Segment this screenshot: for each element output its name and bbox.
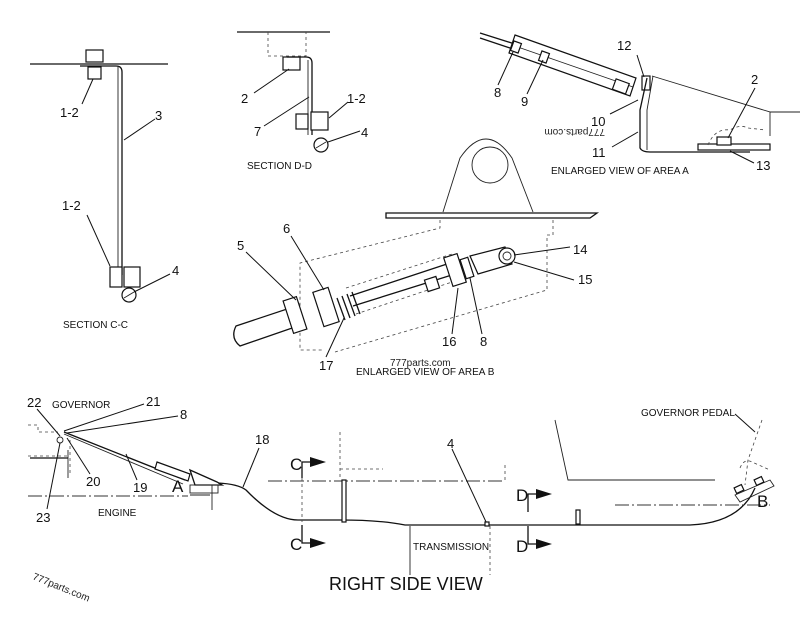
callout-6: 6	[283, 221, 290, 236]
callout-4: 4	[172, 263, 179, 278]
callout-2: 2	[241, 91, 248, 106]
cable-housing	[508, 34, 637, 97]
washer-6	[312, 286, 340, 328]
callout-8: 8	[494, 85, 501, 100]
bolt-lower-right	[123, 266, 141, 288]
section-c-c-caption: SECTION C-C	[63, 320, 128, 331]
watermark-corner: 777parts.com	[31, 572, 91, 605]
label-engine: ENGINE	[98, 508, 137, 519]
callout-16: 16	[442, 334, 456, 349]
mounting-tab	[442, 138, 534, 213]
callout-8: 8	[480, 334, 487, 349]
label-governor-pedal: GOVERNOR PEDAL	[641, 408, 735, 419]
marker-c-top: C	[290, 455, 302, 474]
nut-5	[282, 295, 308, 335]
callout-4: 4	[447, 436, 454, 451]
callout-11: 11	[592, 145, 606, 160]
callout-8: 8	[180, 407, 187, 422]
cable-sheath	[233, 307, 299, 347]
callout-21: 21	[146, 394, 160, 409]
bracket-3	[80, 65, 123, 275]
marker-c-bottom: C	[290, 535, 302, 554]
label-transmission: TRANSMISSION	[413, 542, 489, 553]
callout-10: 10	[591, 114, 605, 129]
callout-7: 7	[254, 124, 261, 139]
bolt-2	[716, 136, 732, 146]
cable-rod	[479, 32, 519, 46]
callout-3: 3	[155, 108, 162, 123]
marker-a: A	[172, 477, 184, 496]
arrow-c-bottom	[310, 538, 326, 548]
callout-1-2-bottom: 1-2	[62, 198, 81, 213]
governor-cable-18	[217, 482, 756, 526]
nut-2	[282, 56, 301, 71]
plate-13	[697, 143, 771, 151]
area-b-caption: ENLARGED VIEW OF AREA B	[356, 367, 495, 378]
cable-inner-rod	[349, 262, 451, 297]
label-governor: GOVERNOR	[52, 400, 110, 411]
callout-15: 15	[578, 272, 592, 287]
governor-pivot	[56, 436, 64, 444]
pin-15	[498, 247, 516, 265]
bracket-11	[639, 77, 750, 153]
callout-1-2-top: 1-2	[60, 105, 79, 120]
callout-9: 9	[521, 94, 528, 109]
callout-1-2: 1-2	[347, 91, 366, 106]
area-a-caption: ENLARGED VIEW OF AREA A	[551, 166, 689, 177]
bracket-dd	[575, 509, 581, 525]
marker-d-bottom: D	[516, 537, 528, 556]
callout-12: 12	[617, 38, 631, 53]
section-d-d: 2 7 1-2 4 SECTION D-D	[237, 31, 368, 172]
callout-23: 23	[36, 510, 50, 525]
area-b-view: 5 6 14 15 16 8 17 777parts.com ENLARGED …	[233, 138, 600, 378]
nut-8	[459, 256, 475, 280]
callout-2: 2	[751, 72, 758, 87]
callout-18: 18	[255, 432, 269, 447]
callout-14: 14	[573, 242, 587, 257]
nut-8	[509, 40, 523, 54]
callout-17: 17	[319, 358, 333, 373]
callout-22: 22	[27, 395, 41, 410]
bolt-lower-left	[109, 266, 123, 288]
bracket-7	[287, 56, 313, 135]
nut-16	[442, 252, 468, 288]
governor-pedal	[744, 419, 763, 486]
marker-b: B	[757, 492, 768, 511]
arrow-d-bottom	[536, 539, 552, 549]
arrow-c-top	[310, 457, 326, 467]
callout-13: 13	[756, 158, 770, 173]
bracket-cc	[341, 479, 347, 523]
watermark-rotated: 777parts.com	[544, 126, 605, 137]
callout-4: 4	[361, 125, 368, 140]
callout-19: 19	[133, 480, 147, 495]
watermark-center: 777parts.com	[390, 358, 451, 369]
section-c-c: 1-2 3 1-2 4 SECTION C-C	[30, 49, 179, 331]
nut	[87, 66, 102, 80]
callout-20: 20	[86, 474, 100, 489]
arrow-d-top	[536, 489, 552, 499]
area-a-view: 8 9 12 10 11 2 13 777parts.com ENLARGED …	[479, 32, 800, 177]
section-d-d-caption: SECTION D-D	[247, 161, 312, 172]
right-side-view: A C C D D B	[27, 394, 775, 605]
callout-5: 5	[237, 238, 244, 253]
bolt-head	[85, 49, 104, 63]
marker-d-top: D	[516, 486, 528, 505]
page-title: RIGHT SIDE VIEW	[329, 574, 483, 594]
